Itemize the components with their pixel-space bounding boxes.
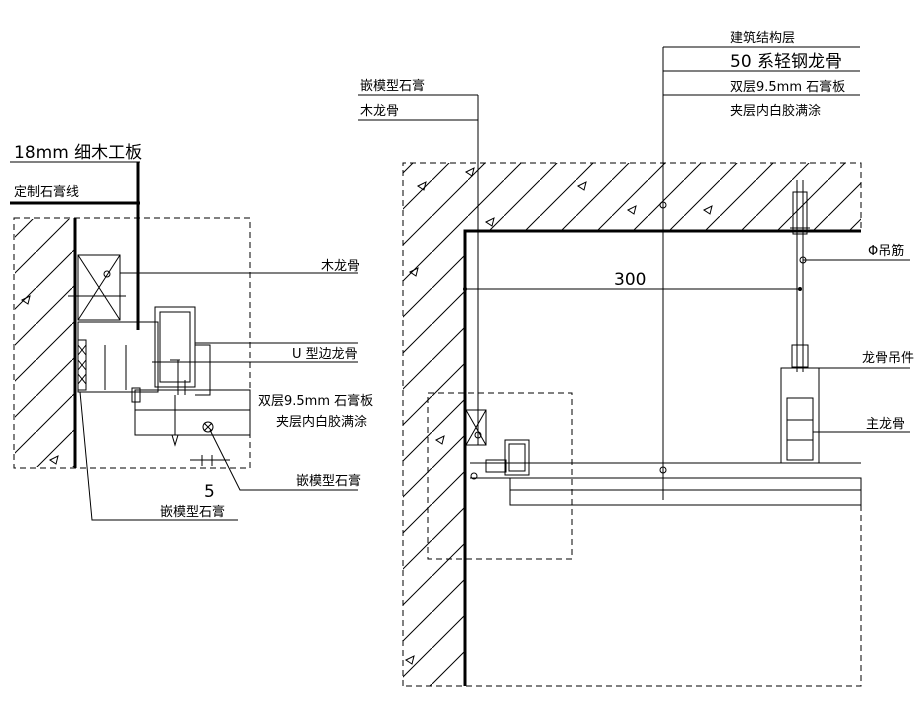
anchor-bolt — [792, 191, 808, 235]
wood-keel-block — [77, 254, 121, 321]
label-dim-300: 300 — [614, 270, 646, 290]
right-detail-boundary — [427, 392, 573, 560]
label-wood-board: 18mm 细木工板 — [14, 143, 142, 163]
right-wall-hatch — [403, 231, 465, 686]
u-edge-keel — [154, 306, 196, 388]
label-structure-layer: 建筑结构层 — [730, 30, 795, 46]
label-custom-cornice: 定制石膏线 — [14, 184, 79, 200]
label-u-edge-keel: U 型边龙骨 — [292, 347, 358, 362]
right-structure-face — [463, 229, 861, 686]
right-detail — [358, 46, 910, 687]
leader-inlay-bottom — [79, 391, 238, 521]
gypsum-board-left — [134, 389, 251, 436]
left-detail — [10, 161, 358, 521]
leader-inlay-right — [209, 429, 358, 491]
label-wood-keel-right: 木龙骨 — [360, 104, 399, 119]
label-keel-hanger: 龙骨吊件 — [862, 351, 914, 366]
corner-wood-keel — [465, 409, 487, 446]
ceiling-gypsum-board — [509, 477, 862, 506]
label-gypsum-left-1: 双层9.5mm 石膏板 — [258, 393, 373, 409]
right-outline-dashed-bottom — [403, 505, 862, 687]
left-wall-triangle-2 — [49, 455, 59, 465]
label-gypsum-right-2: 夹层内白胶满涂 — [730, 103, 821, 119]
cornice-body — [77, 321, 159, 393]
label-dim-5: 5 — [204, 482, 215, 502]
label-main-keel: 主龙骨 — [866, 417, 905, 432]
label-light-steel-keel: 50 系轻钢龙骨 — [730, 52, 842, 72]
corner-u-keel — [504, 439, 530, 476]
hanger-nut — [791, 344, 809, 368]
label-gypsum-left-2: 夹层内白胶满涂 — [276, 414, 367, 430]
main-keel — [786, 397, 814, 461]
label-inlay-gypsum-right: 嵌模型石膏 — [360, 78, 425, 94]
right-slab-hatch — [403, 163, 861, 231]
left-wall-triangle-1 — [21, 295, 31, 305]
label-inlay-right: 嵌模型石膏 — [296, 473, 361, 489]
right-outline-dashed-top — [402, 162, 862, 686]
label-hanger-bar: Φ吊筋 — [868, 243, 904, 259]
label-inlay-bottom: 嵌模型石膏 — [160, 504, 225, 520]
left-wall-hatch — [15, 219, 75, 467]
label-gypsum-right-1: 双层9.5mm 石膏板 — [730, 79, 845, 95]
label-wood-keel-left: 木龙骨 — [321, 259, 360, 274]
